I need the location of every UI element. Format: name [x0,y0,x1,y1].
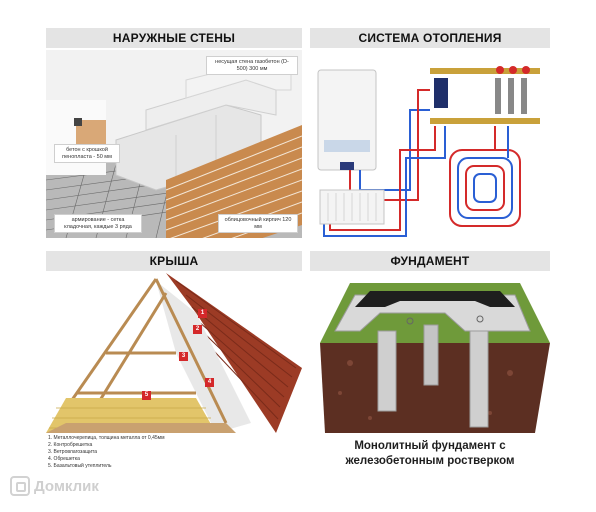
heating-illustration [310,50,550,238]
roof-marker-5: 5 [142,391,151,400]
roof-legend-item: 1. Металлочерепица, толщина металла от 0… [48,435,165,441]
foundation-title: ФУНДАМЕНТ [310,251,550,271]
reinforcement-label: армирование - сетка кладочная, каждые 3 … [54,214,142,233]
watermark: Домклик [10,476,99,496]
roof-marker-1: 1 [198,309,207,318]
facing-brick-label: облицовочный кирпич 120 мм [218,214,298,233]
roof-legend-item: 2. Контробрешетка [48,442,93,448]
roof-legend-item: 5. Базальтовый утеплитель [48,463,112,469]
foundation-caption-line2: железобетонным ростверком [345,455,515,467]
roof-marker-3: 3 [179,352,188,361]
bearing-wall-label: несущая стена газобетон (D-500) 300 мм [206,56,298,75]
walls-panel: НАРУЖНЫЕ СТЕНЫ несущая стен [46,28,302,238]
roof-marker-4: 4 [205,378,214,387]
domclick-logo-icon [10,476,30,496]
watermark-text: Домклик [34,477,99,495]
roof-illustration [46,273,302,433]
foundation-caption: Монолитный фундамент с железобетонным ро… [310,439,550,469]
roof-panel: КРЫША 1 2 3 4 5 1. Металлочерепица, толщ… [46,251,302,476]
heating-title: СИСТЕМА ОТОПЛЕНИЯ [310,28,550,48]
foundation-panel: ФУНДАМЕНТ Монолитный фундамент с железоб… [310,251,550,476]
walls-title: НАРУЖНЫЕ СТЕНЫ [46,28,302,48]
heating-panel: СИСТЕМА ОТОПЛЕНИЯ [310,28,550,238]
foundation-illustration [310,273,550,433]
roof-title: КРЫША [46,251,302,271]
foundation-caption-line1: Монолитный фундамент с [354,440,506,452]
roof-legend: 1. Металлочерепица, толщина металла от 0… [48,435,165,470]
roof-marker-2: 2 [193,325,202,334]
roof-legend-item: 3. Ветровлагозащита [48,449,98,455]
concrete-screed-label: бетон с крошкой пенопласта - 50 мм [54,144,120,163]
roof-legend-item: 4. Обрешетка [48,456,80,462]
